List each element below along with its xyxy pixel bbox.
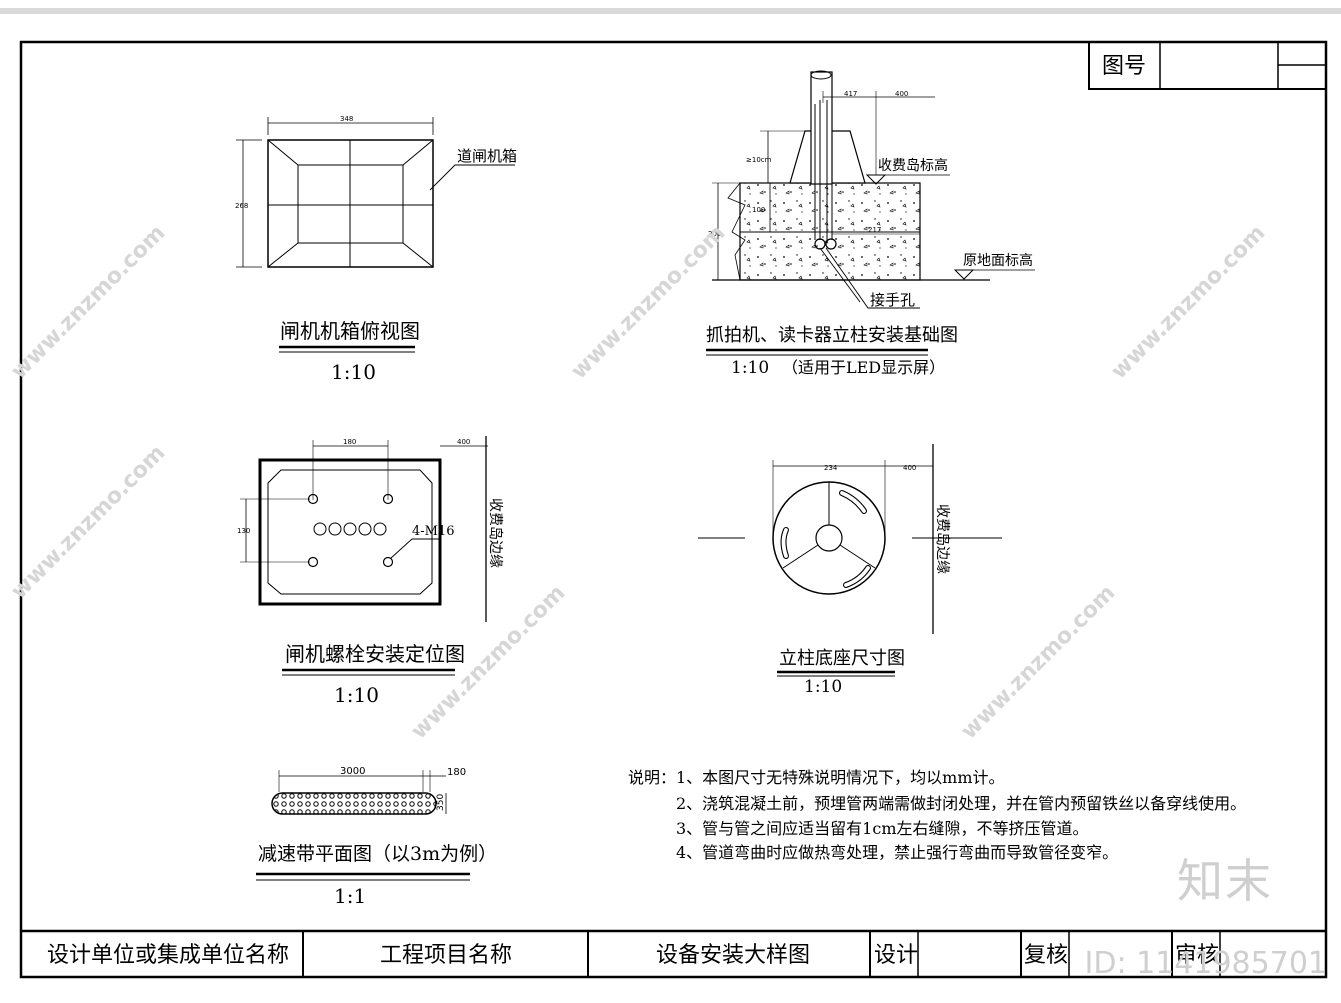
- dim-417: 417: [844, 90, 857, 98]
- dim-3000: 3000: [340, 766, 365, 777]
- title-block-drawing-name: 设备安装大样图: [656, 943, 810, 968]
- label-island-edge-bolt: 收费岛边缘: [487, 498, 503, 568]
- title-block: 设计单位或集成单位名称 工程项目名称 设备安装大样图 设计 复核 审核: [21, 929, 1326, 977]
- base-scale: 1:10: [804, 677, 842, 697]
- dim-400: 400: [895, 90, 908, 98]
- label-hole: 接手孔: [870, 291, 915, 309]
- bolt-scale: 1:10: [334, 683, 379, 707]
- title-block-check: 复核: [1024, 943, 1068, 968]
- label-island-edge-base: 收费岛边缘: [934, 504, 950, 574]
- foundation-title: 抓拍机、读卡器立柱安装基础图: [706, 325, 958, 346]
- dim-217: 217: [868, 226, 881, 234]
- speed-bump-view: 3000 180 350 减速带平面图（以3m为例） 1:1: [256, 766, 497, 908]
- dim-400b: 400: [457, 438, 470, 446]
- watermark-logo: 知末: [1177, 854, 1273, 908]
- watermark-site-1: www.znzmo.com: [7, 220, 171, 384]
- dim-200: 200: [708, 230, 721, 238]
- foundation-scale: 1:10: [731, 358, 769, 378]
- title-block-review: 审核: [1175, 943, 1219, 968]
- note-1: 1、本图尺寸无特殊说明情况下，均以mm计。: [676, 768, 1005, 787]
- column-foundation-view: 接手孔 收费岛标高 原地面标高 417 400 ≥10cm 100 200 21…: [706, 70, 1035, 378]
- drawing-number-block: 图号: [1088, 41, 1327, 90]
- note-3: 3、管与管之间应适当留有1cm左右缝隙，不等挤压管道。: [676, 819, 1089, 838]
- bump-title: 减速带平面图（以3m为例）: [258, 843, 497, 865]
- dim-400c: 400: [903, 464, 916, 472]
- column-base-view: 234 400 收费岛边缘 立柱底座尺寸图 1:10: [698, 444, 1002, 697]
- leader-box: 道闸机箱: [457, 147, 517, 165]
- foundation-note: （适用于LED显示屏）: [782, 358, 945, 377]
- box-top-scale: 1:10: [331, 360, 376, 384]
- watermark-site-3: www.znzmo.com: [1107, 220, 1271, 384]
- outer-frame: [19, 40, 1328, 979]
- site-watermarks: www.znzmo.com www.znzmo.com www.znzmo.co…: [7, 220, 1271, 744]
- box-top-view: 348 268 道闸机箱 闸机机箱俯视图 1:10: [235, 115, 517, 384]
- watermark-id: ID: 1141985701: [1084, 946, 1327, 981]
- title-block-designer-unit: 设计单位或集成单位名称: [47, 943, 289, 968]
- watermark-site-6: www.znzmo.com: [957, 580, 1121, 744]
- title-block-design: 设计: [874, 943, 918, 968]
- bolt-title: 闸机螺栓安装定位图: [285, 642, 465, 666]
- viewer-top-bar: [0, 8, 1341, 14]
- dim-130: 130: [237, 527, 250, 535]
- notes-block: 说明： 1、本图尺寸无特殊说明情况下，均以mm计。 2、浇筑混凝土前，预埋管两端…: [628, 768, 1246, 862]
- label-bolts: 4-M16: [412, 524, 455, 539]
- label-ground-elevation: 原地面标高: [963, 252, 1033, 269]
- note-2: 2、浇筑混凝土前，预埋管两端需做封闭处理，并在管内预留铁丝以备穿线使用。: [676, 794, 1246, 813]
- dim-234: 234: [824, 464, 838, 472]
- dim-width: 348: [340, 115, 353, 123]
- dim-bump-180: 180: [447, 767, 466, 778]
- bolt-layout-view: 4-M16 180 400 130 收费岛边缘 闸机螺栓安装定位图 1:10: [237, 436, 503, 707]
- drawing-number-label: 图号: [1102, 54, 1146, 79]
- dim-180: 180: [343, 438, 356, 446]
- base-title: 立柱底座尺寸图: [779, 648, 905, 669]
- dim-height: 268: [235, 202, 248, 210]
- watermark-site-4: www.znzmo.com: [7, 440, 171, 604]
- watermark-site-2: www.znzmo.com: [567, 220, 731, 384]
- dim-ge10: ≥10cm: [746, 156, 772, 164]
- dim-100: 100: [752, 206, 765, 214]
- title-block-project-name: 工程项目名称: [380, 943, 512, 968]
- note-4: 4、管道弯曲时应做热弯处理，禁止强行弯曲而导致管径变窄。: [676, 843, 1118, 862]
- label-island-elevation: 收费岛标高: [878, 157, 948, 174]
- bump-scale: 1:1: [334, 884, 366, 908]
- notes-prefix: 说明：: [628, 768, 676, 787]
- box-top-title: 闸机机箱俯视图: [280, 319, 420, 343]
- dim-350: 350: [436, 794, 446, 811]
